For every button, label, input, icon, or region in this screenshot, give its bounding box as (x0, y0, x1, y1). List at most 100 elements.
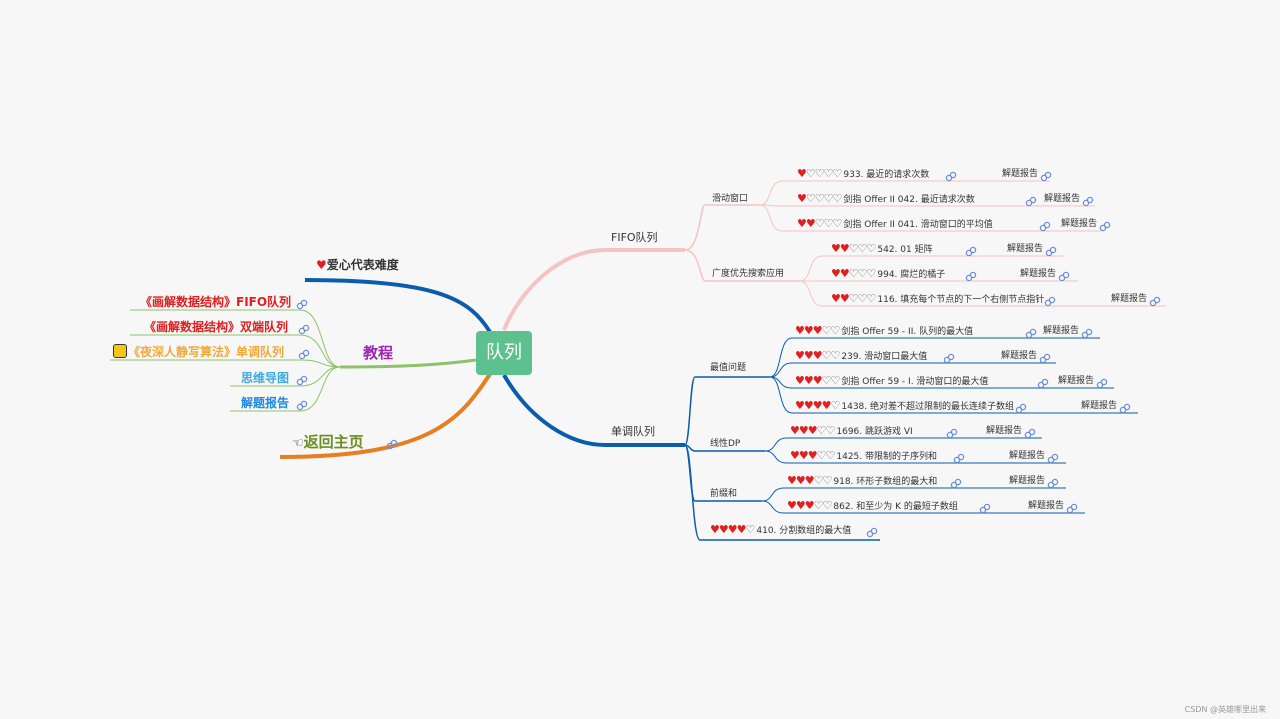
report-link-icon[interactable] (1066, 500, 1078, 514)
problem-link-icon[interactable] (1025, 193, 1037, 207)
tutorial-node[interactable]: 教程 (363, 344, 394, 362)
problem-link-icon[interactable] (979, 500, 991, 514)
solution-report-link[interactable]: 解题报告 (1009, 476, 1046, 486)
home-node[interactable]: ☜返回主页 (292, 433, 364, 451)
category-extremum[interactable]: 最值问题 (710, 363, 747, 373)
tutorial-item-fifo[interactable]: 《画解数据结构》FIFO队列 (140, 295, 292, 309)
problem-leaf[interactable]: ♥♡♡♡♡933. 最近的请求次数 (797, 166, 929, 183)
difficulty-hearts-icon: ♥♥♡♡♡ (831, 267, 876, 280)
problem-leaf[interactable]: ♥♥♥♡♡1696. 跳跃游戏 VI (790, 423, 913, 440)
problem-leaf[interactable]: ♥♥♥♡♡剑指 Offer 59 - I. 滑动窗口的最大值 (795, 373, 988, 390)
problem-link-icon[interactable] (946, 425, 958, 439)
problem-leaf[interactable]: ♥♥♥♡♡918. 环形子数组的最大和 (787, 473, 937, 490)
problem-title: 剑指 Offer 59 - II. 队列的最大值 (841, 327, 974, 337)
leaf-connector-7 (769, 362, 1056, 378)
problem-leaf[interactable]: ♥♥♥♥♡410. 分割数组的最大值 (710, 522, 851, 539)
category-linear-dp[interactable]: 线性DP (710, 439, 741, 449)
problem-leaf[interactable]: ♥♥♥♡♡剑指 Offer 59 - II. 队列的最大值 (795, 323, 973, 340)
problem-link-icon[interactable] (965, 243, 977, 257)
report-link-icon[interactable] (1081, 325, 1093, 339)
branch-tutorial (339, 358, 477, 369)
problem-title: 918. 环形子数组的最大和 (833, 477, 938, 487)
solution-report-link[interactable]: 解题报告 (1061, 219, 1098, 229)
report-link-icon[interactable] (1047, 450, 1059, 464)
solution-report-link[interactable]: 解题报告 (1002, 169, 1039, 179)
branch-home (279, 372, 492, 459)
problem-title: 239. 滑动窗口最大值 (841, 352, 928, 362)
solution-report-link[interactable]: 解题报告 (1043, 326, 1080, 336)
tutorial-item-mindmap[interactable]: 思维导图 (241, 371, 290, 385)
leaf-connector-9 (769, 376, 1138, 414)
fifo-queue-node[interactable]: FIFO队列 (611, 231, 658, 244)
problem-leaf[interactable]: ♥♥♡♡♡542. 01 矩阵 (831, 241, 933, 258)
problem-link-icon[interactable] (943, 350, 955, 364)
leaf-connector-8 (769, 376, 1114, 389)
solution-report-link[interactable]: 解题报告 (1111, 294, 1148, 304)
problem-leaf[interactable]: ♥♥♡♡♡994. 腐烂的橘子 (831, 266, 945, 283)
report-link-icon[interactable] (1047, 475, 1059, 489)
problem-leaf[interactable]: ♥♡♡♡♡剑指 Offer II 042. 最近请求次数 (797, 191, 975, 208)
solution-report-link[interactable]: 解题报告 (1058, 376, 1095, 386)
problem-link-icon[interactable] (866, 524, 878, 538)
solution-report-link[interactable]: 解题报告 (1020, 269, 1057, 279)
problem-link-icon[interactable] (953, 450, 965, 464)
category-bfs[interactable]: 广度优先搜索应用 (712, 269, 785, 279)
branch-legend (304, 278, 492, 334)
tutorial-item-deque[interactable]: 《画解数据结构》双端队列 (144, 320, 289, 334)
problem-leaf[interactable]: ♥♥♥♡♡862. 和至少为 K 的最短子数组 (787, 498, 958, 515)
solution-report-link[interactable]: 解题报告 (1001, 351, 1038, 361)
tutorial-link-icon[interactable] (296, 397, 308, 411)
problem-link-icon[interactable] (1037, 375, 1049, 389)
problem-link-icon[interactable] (1025, 325, 1037, 339)
root-node[interactable]: 队列 (476, 331, 532, 375)
solution-report-link[interactable]: 解题报告 (1028, 501, 1065, 511)
leaf-connector-6 (769, 337, 1100, 378)
tutorial-link-icon[interactable] (298, 321, 310, 335)
solution-report-link[interactable]: 解题报告 (1081, 401, 1118, 411)
problem-link-icon[interactable] (1044, 293, 1056, 307)
leaf-connector-0 (759, 180, 1050, 206)
solution-report-link[interactable]: 解题报告 (986, 426, 1023, 436)
problem-title: 剑指 Offer 59 - I. 滑动窗口的最大值 (841, 377, 989, 387)
problem-leaf[interactable]: ♥♥♡♡♡116. 填充每个节点的下一个右侧节点指针 (831, 291, 1044, 308)
tutorial-link-icon[interactable] (296, 372, 308, 386)
report-link-icon[interactable] (1099, 218, 1111, 232)
report-link-icon[interactable] (1040, 168, 1052, 182)
report-link-icon[interactable] (1149, 293, 1161, 307)
report-link-icon[interactable] (1024, 425, 1036, 439)
mono-queue-node[interactable]: 单调队列 (611, 425, 655, 438)
tutorial-link-icon[interactable] (386, 436, 398, 450)
difficulty-hearts-icon: ♥♡♡♡♡ (797, 192, 842, 205)
tutorial-link-icon[interactable] (298, 346, 310, 360)
problem-link-icon[interactable] (945, 168, 957, 182)
category-prefix-sum[interactable]: 前缀和 (710, 489, 738, 499)
tutorial-item-reports[interactable]: 解题报告 (241, 396, 290, 410)
solution-report-link[interactable]: 解题报告 (1007, 244, 1044, 254)
difficulty-hearts-icon: ♥♥♥♡♡ (795, 349, 840, 362)
difficulty-hearts-icon: ♥♥♡♡♡ (831, 242, 876, 255)
problem-leaf[interactable]: ♥♥♡♡♡剑指 Offer II 041. 滑动窗口的平均值 (797, 216, 993, 233)
solution-report-link[interactable]: 解题报告 (1044, 194, 1081, 204)
problem-link-icon[interactable] (950, 475, 962, 489)
report-link-icon[interactable] (1039, 350, 1051, 364)
problem-link-icon[interactable] (965, 268, 977, 282)
problem-link-icon[interactable] (1015, 400, 1027, 414)
tutorial-connector-3 (230, 366, 341, 387)
problem-leaf[interactable]: ♥♥♥♡♡239. 滑动窗口最大值 (795, 348, 927, 365)
problem-title: 542. 01 矩阵 (877, 245, 933, 255)
problem-title: 剑指 Offer II 041. 滑动窗口的平均值 (843, 220, 993, 230)
report-link-icon[interactable] (1082, 193, 1094, 207)
solution-report-link[interactable]: 解题报告 (1009, 451, 1046, 461)
problem-leaf[interactable]: ♥♥♥♡♡1425. 带限制的子序列和 (790, 448, 937, 465)
report-link-icon[interactable] (1045, 243, 1057, 257)
leaf-connector-2 (759, 204, 1102, 232)
category-sliding-window[interactable]: 滑动窗口 (712, 194, 749, 204)
report-link-icon[interactable] (1058, 268, 1070, 282)
tutorial-item-monoqueue[interactable]: 《夜深人静写算法》单调队列 (128, 345, 285, 359)
lock-icon (113, 344, 127, 358)
tutorial-link-icon[interactable] (296, 296, 308, 310)
report-link-icon[interactable] (1119, 400, 1131, 414)
problem-leaf[interactable]: ♥♥♥♥♡1438. 绝对差不超过限制的最长连续子数组 (795, 398, 1014, 415)
problem-link-icon[interactable] (1039, 218, 1051, 232)
report-link-icon[interactable] (1096, 375, 1108, 389)
